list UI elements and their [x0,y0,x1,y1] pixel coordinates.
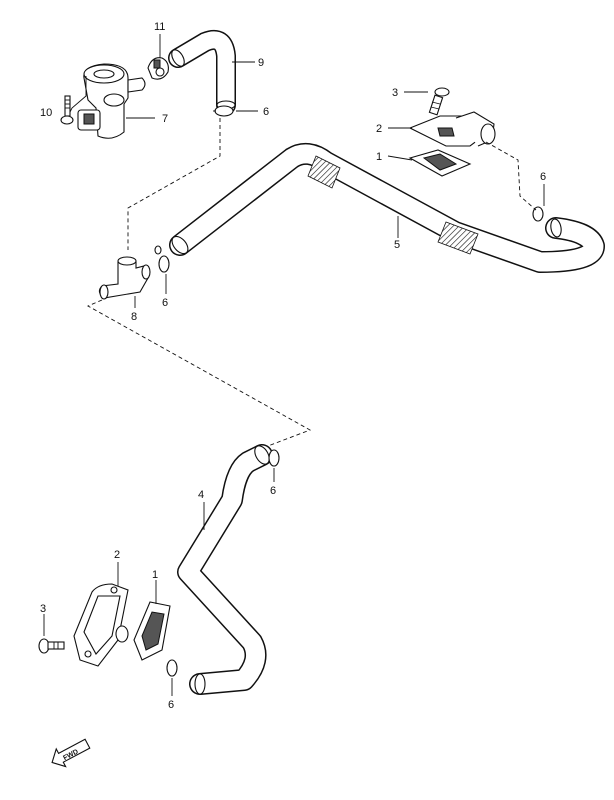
bolt-3-bottom [38,638,65,654]
callout-5: 5 [394,239,400,251]
bolt-3-top [428,87,450,116]
callout-3-bottom: 3 [40,603,46,615]
callout-4: 4 [198,489,204,501]
leader-lines [43,34,545,696]
callout-1-top: 1 [376,151,382,163]
clip-6-top [213,105,234,117]
callout-7: 7 [162,113,168,125]
reed-1-top [408,149,472,177]
callout-2-top: 2 [376,123,382,135]
callout-3-top: 3 [392,87,398,99]
callout-10: 10 [40,107,52,119]
callout-8: 8 [131,311,137,323]
dashed-routing [86,118,537,447]
callout-labels: 11 9 10 7 6 3 2 1 6 5 6 8 6 4 2 1 3 6 [40,21,546,711]
clip-6-mid [154,245,170,273]
clamp-11 [147,57,169,80]
valve-7 [77,63,146,139]
hose-9 [168,29,236,115]
joint-8 [98,256,151,300]
clip-6-lower-top [268,449,280,467]
callout-2-bottom: 2 [114,549,120,561]
hose-5 [169,142,605,273]
callout-6-lower-bottom: 6 [168,699,174,711]
callout-6-right: 6 [540,171,546,183]
hose-4 [177,444,273,695]
callout-6-mid: 6 [162,297,168,309]
bolt-10 [60,95,74,125]
reed-1-bottom [133,601,171,661]
callout-6-lower-top: 6 [270,485,276,497]
fwd-arrow-icon: FWD [51,738,91,768]
cover-2-top [408,111,496,147]
callout-6-top: 6 [263,106,269,118]
clip-6-right [532,206,544,222]
callout-1-bottom: 1 [152,569,158,581]
clip-6-lower-bottom [166,659,178,677]
cover-2-bottom [73,583,129,667]
callout-9: 9 [258,57,264,69]
callout-11: 11 [154,21,165,33]
